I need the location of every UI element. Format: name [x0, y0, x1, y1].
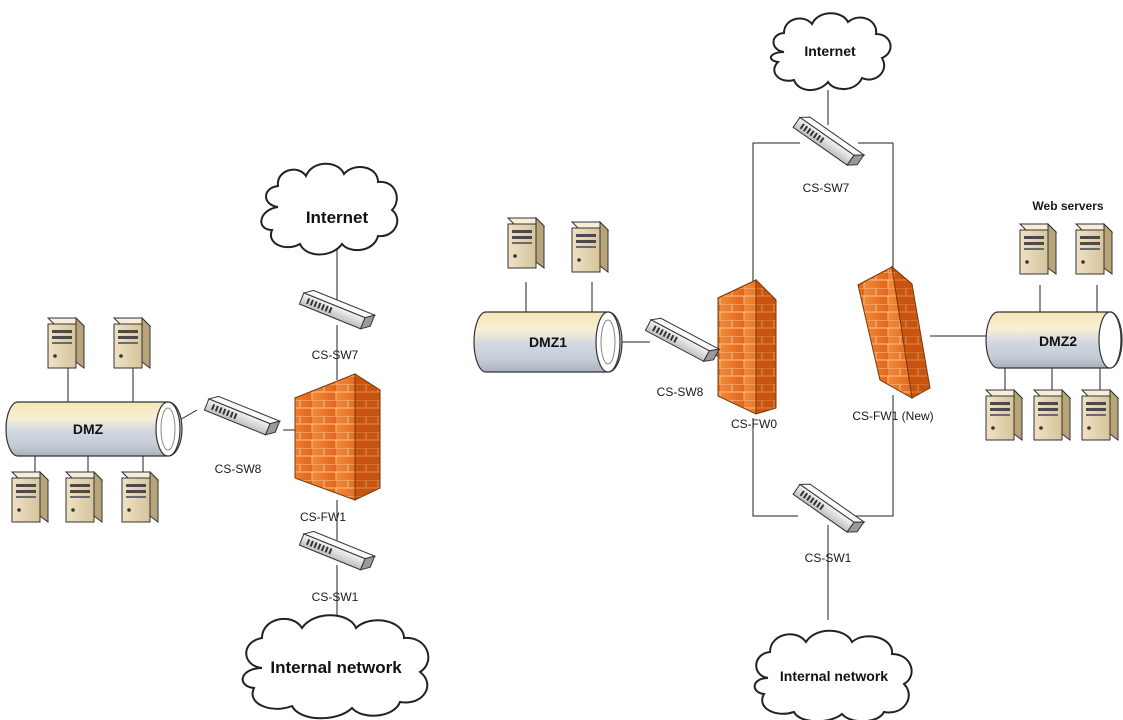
firewall-cs-fw1-new[interactable]: [857, 265, 931, 399]
server-icon[interactable]: [47, 317, 85, 369]
internal-network-cloud: Internal network: [241, 614, 430, 720]
switch-cs-sw1[interactable]: [792, 479, 865, 538]
server-icon[interactable]: [65, 471, 103, 523]
internet-label: Internet: [804, 43, 856, 59]
switch-cs-sw8-label: CS-SW8: [215, 462, 262, 476]
internal-network-label: Internal network: [270, 658, 402, 677]
server-icon[interactable]: [571, 221, 609, 273]
internet-cloud: Internet: [769, 12, 892, 91]
firewall-cs-fw1[interactable]: [293, 373, 382, 501]
dmz2-label: DMZ2: [1039, 333, 1077, 349]
server-icon[interactable]: [1081, 389, 1119, 441]
dmz1-label: DMZ1: [529, 334, 567, 350]
switch-cs-sw7-label: CS-SW7: [312, 348, 359, 362]
dmz-segment: DMZ: [5, 401, 183, 457]
internal-network-cloud: Internal network: [753, 629, 913, 720]
web-servers-label: Web servers: [1032, 199, 1103, 213]
switch-cs-sw7-label: CS-SW7: [803, 181, 850, 195]
server-icon[interactable]: [1019, 223, 1057, 275]
server-icon[interactable]: [507, 217, 545, 269]
switch-cs-sw8[interactable]: [644, 314, 720, 366]
switch-cs-sw7[interactable]: [792, 112, 865, 171]
firewall-cs-fw0-label: CS-FW0: [731, 417, 777, 431]
internet-cloud: Internet: [260, 162, 399, 256]
server-icon[interactable]: [1033, 389, 1071, 441]
switch-cs-sw1-label: CS-SW1: [312, 590, 359, 604]
dmz-label: DMZ: [73, 421, 104, 437]
firewall-cs-fw1-label: CS-FW1: [300, 510, 346, 524]
server-icon[interactable]: [113, 317, 151, 369]
internal-network-label: Internal network: [780, 668, 888, 684]
dmz1-segment: DMZ1: [473, 311, 623, 373]
dmz2-segment: DMZ2: [985, 311, 1123, 369]
internet-label: Internet: [306, 208, 369, 227]
server-icon[interactable]: [1075, 223, 1113, 275]
server-icon[interactable]: [121, 471, 159, 523]
firewall-cs-fw0[interactable]: [717, 278, 777, 415]
left-topology: Internet CS-SW7 CS-FW1 CS-SW8 CS-SW1 DMZ: [5, 162, 430, 720]
server-icon[interactable]: [985, 389, 1023, 441]
server-icon[interactable]: [11, 471, 49, 523]
switch-cs-sw8-label: CS-SW8: [657, 385, 704, 399]
switch-cs-sw1-label: CS-SW1: [805, 551, 852, 565]
right-topology: Internet CS-SW7 CS-FW0 CS-FW1 (New) CS-S…: [473, 12, 1123, 720]
switch-cs-sw8[interactable]: [203, 392, 281, 439]
firewall-cs-fw1-new-label: CS-FW1 (New): [852, 409, 933, 423]
